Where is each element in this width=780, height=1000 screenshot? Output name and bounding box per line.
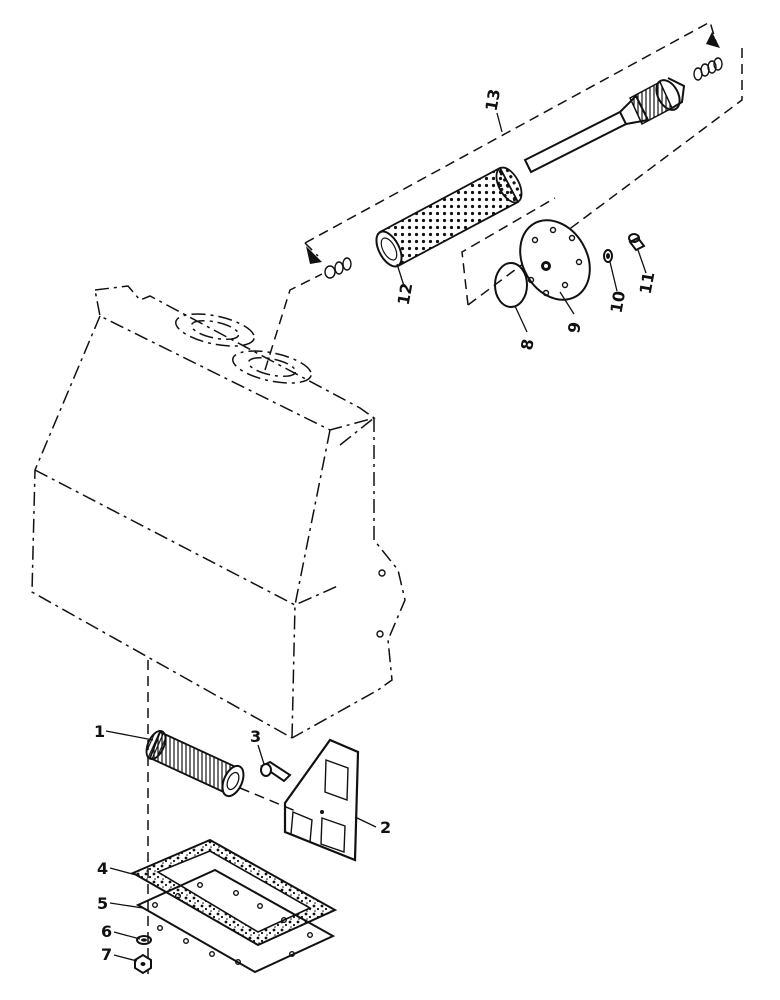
spring-seal-left xyxy=(324,257,352,279)
washer-6 xyxy=(136,935,152,945)
base-plate-5 xyxy=(135,868,336,974)
hydraulic-tank-outline xyxy=(31,285,406,739)
cover-plate-2 xyxy=(283,738,360,862)
callout-1: 1 xyxy=(94,722,105,741)
callout-10: 10 xyxy=(607,289,630,314)
callout-13: 13 xyxy=(482,87,505,112)
leader-lines xyxy=(105,112,647,962)
filter-element-12 xyxy=(375,166,523,268)
callout-6: 6 xyxy=(101,922,112,941)
callout-4: 4 xyxy=(97,859,108,878)
cover-plate-9 xyxy=(519,219,591,301)
callout-12: 12 xyxy=(394,281,417,306)
bolt-11 xyxy=(628,233,646,252)
bolt-3 xyxy=(260,760,292,783)
spring-right xyxy=(693,57,723,81)
o-ring-8 xyxy=(494,262,528,308)
washer-10 xyxy=(603,249,613,263)
callout-5: 5 xyxy=(97,894,108,913)
nut-7 xyxy=(134,953,152,975)
callout-11: 11 xyxy=(636,270,659,295)
callout-9: 9 xyxy=(564,320,585,334)
suction-strainer-1 xyxy=(145,730,245,798)
callout-8: 8 xyxy=(517,337,538,351)
callout-2: 2 xyxy=(380,818,391,837)
callout-3: 3 xyxy=(250,727,261,746)
upper-filter-assembly-13 xyxy=(264,20,743,371)
bypass-valve-rod xyxy=(523,77,686,174)
callout-7: 7 xyxy=(101,945,112,964)
